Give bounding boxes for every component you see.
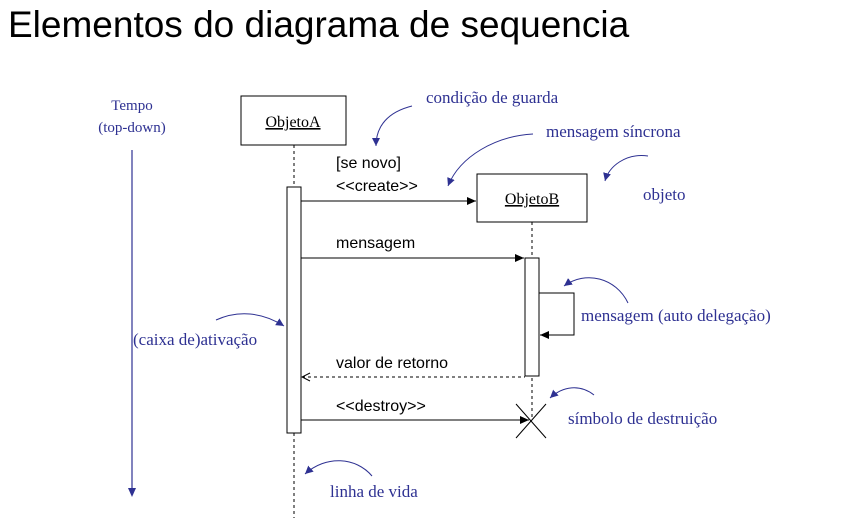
object-b-box [476,173,588,223]
synchronous-message: mensagem [301,235,524,262]
time-axis-label-line2: (top-down) [98,120,166,136]
annotation-lifeline: linha de vida [330,482,418,501]
annotation-guard-condition-pointer [372,105,413,147]
annotation-activation-box-pointer [215,313,285,327]
time-axis-label-line1: Tempo [111,98,152,114]
return-message: valor de retorno [302,355,525,377]
destroy-message-label: <<destroy>> [336,398,426,415]
annotation-activation-box: (caixa de)ativação [133,330,257,349]
guard-condition-text: [se novo] [336,155,401,172]
time-axis-arrowhead [128,488,136,497]
annotation-synchronous-message-pointer [447,133,534,187]
create-message-label: <<create>> [336,178,418,195]
annotation-self-delegation-pointer [563,277,629,304]
object-b: ObjetoB [476,173,588,420]
object-b-label: ObjetoB [505,191,559,208]
annotation-object-pointer [603,155,649,182]
destruction-x-stroke-2 [515,403,547,439]
object-a-label: ObjetoA [265,114,321,131]
annotation-guard-condition: condição de guarda [426,88,559,107]
annotation-object: objeto [643,185,686,204]
message-label: mensagem [336,235,415,252]
annotation-self-delegation: mensagem (auto delegação) [581,306,771,325]
page-title: Elementos do diagrama de sequencia [8,4,630,45]
object-a-activation-box [286,186,302,434]
create-message: [se novo] <<create>> [301,155,476,205]
self-delegation-arrow [539,292,575,339]
self-delegation-message [539,292,575,339]
object-a-box [240,95,347,146]
object-a: ObjetoA [240,95,347,518]
annotation-synchronous-message: mensagem síncrona [546,122,681,141]
annotations: condição de guarda mensagem síncrona obj… [133,88,771,501]
time-axis: Tempo (top-down) [98,98,166,497]
annotation-destruction-symbol-pointer [549,387,595,399]
destroy-message: <<destroy>> [301,398,547,439]
annotation-destruction-symbol: símbolo de destruição [568,409,717,428]
annotation-lifeline-pointer [304,460,373,477]
return-value-label: valor de retorno [336,355,448,372]
object-b-activation-box [524,257,540,377]
